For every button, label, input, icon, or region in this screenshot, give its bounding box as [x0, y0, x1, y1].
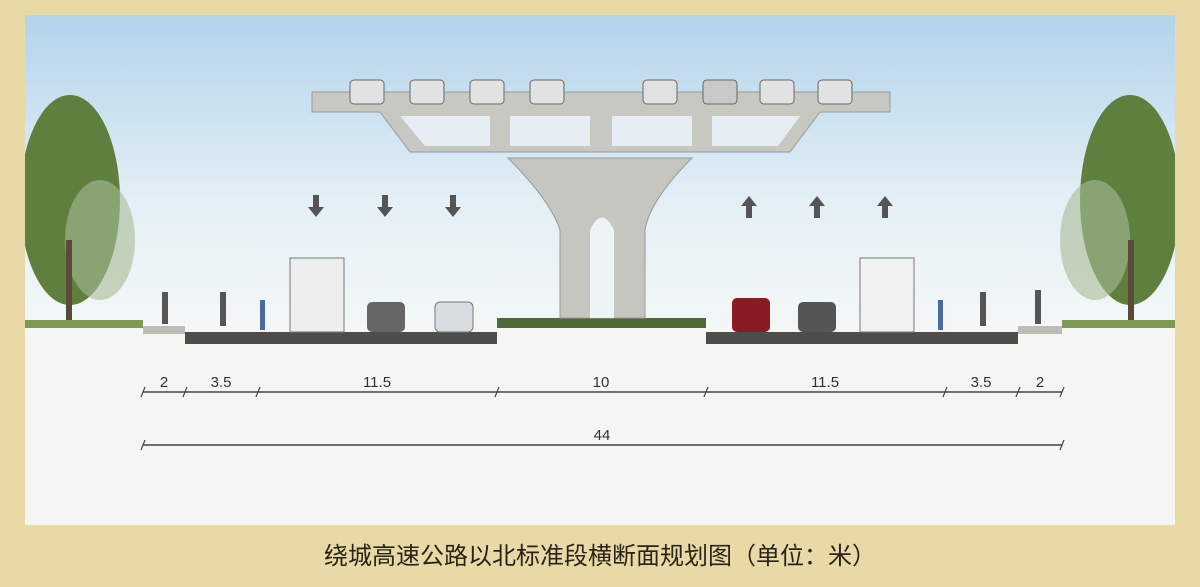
- road-right: [706, 332, 1018, 344]
- dim-road-left: 11.5: [363, 374, 391, 391]
- dim-bike-left: 3.5: [211, 374, 232, 391]
- pier-opening: [590, 217, 614, 318]
- road-left: [185, 332, 497, 344]
- ground-vehicles: [289, 257, 915, 333]
- grass-right: [1062, 320, 1175, 328]
- arrow-down-icon: [377, 195, 393, 217]
- sidewalk-left: [143, 326, 185, 334]
- median-hedge: [497, 318, 706, 328]
- dim-sidewalk-right: 2: [1036, 374, 1044, 391]
- dim-bike-right: 3.5: [971, 374, 992, 391]
- arrow-up-icon: [877, 196, 893, 218]
- arrow-down-icon: [445, 195, 461, 217]
- dim-median: 10: [593, 374, 610, 391]
- dim-road-right: 11.5: [811, 374, 839, 391]
- dim-sidewalk-left: 2: [160, 374, 168, 391]
- deck-cells: [400, 116, 800, 146]
- arrow-up-icon: [809, 196, 825, 218]
- tree-left: [25, 95, 135, 325]
- cross-section-diagram: 2 3.5 11.5 10 11.5 3.5 2 44: [25, 15, 1175, 525]
- grass-left: [25, 320, 143, 328]
- direction-arrows: [308, 195, 893, 218]
- dim-total: 44: [594, 427, 611, 444]
- sidewalk-right: [1018, 326, 1062, 334]
- deck-cars: [349, 79, 853, 105]
- people: [162, 290, 1041, 330]
- dimension-lines: [140, 386, 1065, 451]
- diagram-caption: 绕城高速公路以北标准段横断面规划图（单位：米）: [324, 542, 876, 570]
- arrow-down-icon: [308, 195, 324, 217]
- tree-right: [1060, 95, 1175, 325]
- arrow-up-icon: [741, 196, 757, 218]
